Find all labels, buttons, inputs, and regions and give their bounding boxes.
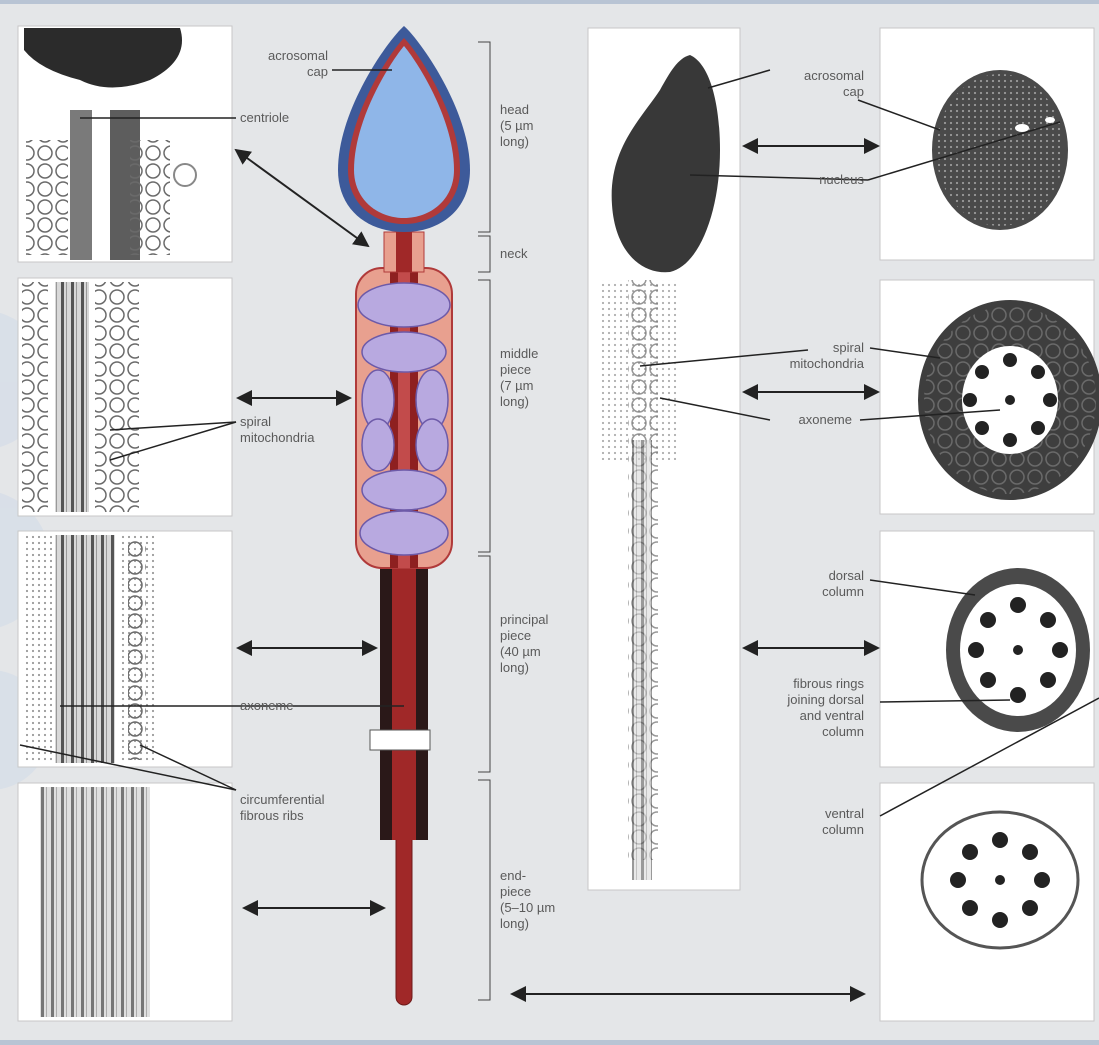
- break-mark: [370, 730, 430, 750]
- segment-neck: neck: [500, 246, 580, 262]
- label-axoneme-left: axoneme: [240, 698, 330, 714]
- label-circumferential-fibrous-ribs: circumferential fibrous ribs: [240, 792, 370, 824]
- cross-section-panel-2: [880, 280, 1099, 514]
- left-micrograph-panel-3: [18, 531, 232, 767]
- label-axoneme-right: axoneme: [772, 412, 852, 428]
- label-spiral-mitochondria-left: spiral mitochondria: [240, 414, 360, 446]
- left-micrograph-panel-1: [18, 26, 232, 262]
- label-nucleus: nucleus: [772, 172, 864, 188]
- cross-section-panel-4: [880, 783, 1094, 1021]
- bottom-rule: [0, 1040, 1099, 1045]
- label-dorsal-column: dorsal column: [772, 568, 864, 600]
- right-longitudinal-micrograph: [588, 28, 740, 890]
- segment-principal-piece: principal piece (40 µm long): [500, 612, 580, 676]
- segment-end-piece: end- piece (5–10 µm long): [500, 868, 584, 932]
- end-piece-shape: [396, 820, 412, 1005]
- label-centriole: centriole: [240, 110, 330, 126]
- cross-section-panel-3: [880, 531, 1094, 767]
- label-fibrous-rings: fibrous rings joining dorsal and ventral…: [750, 676, 864, 740]
- label-ventral-column: ventral column: [772, 806, 864, 838]
- label-spiral-mitochondria-right: spiral mitochondria: [750, 340, 864, 372]
- label-acrosomal-cap-center: acrosomal cap: [236, 48, 328, 80]
- label-acrosomal-cap-right: acrosomal cap: [772, 68, 864, 100]
- left-micrograph-panel-2: [18, 278, 232, 516]
- segment-middle-piece: middle piece (7 µm long): [500, 346, 580, 410]
- left-micrograph-panel-4: [18, 783, 232, 1021]
- top-rule: [0, 0, 1099, 4]
- segment-head: head (5 µm long): [500, 102, 580, 150]
